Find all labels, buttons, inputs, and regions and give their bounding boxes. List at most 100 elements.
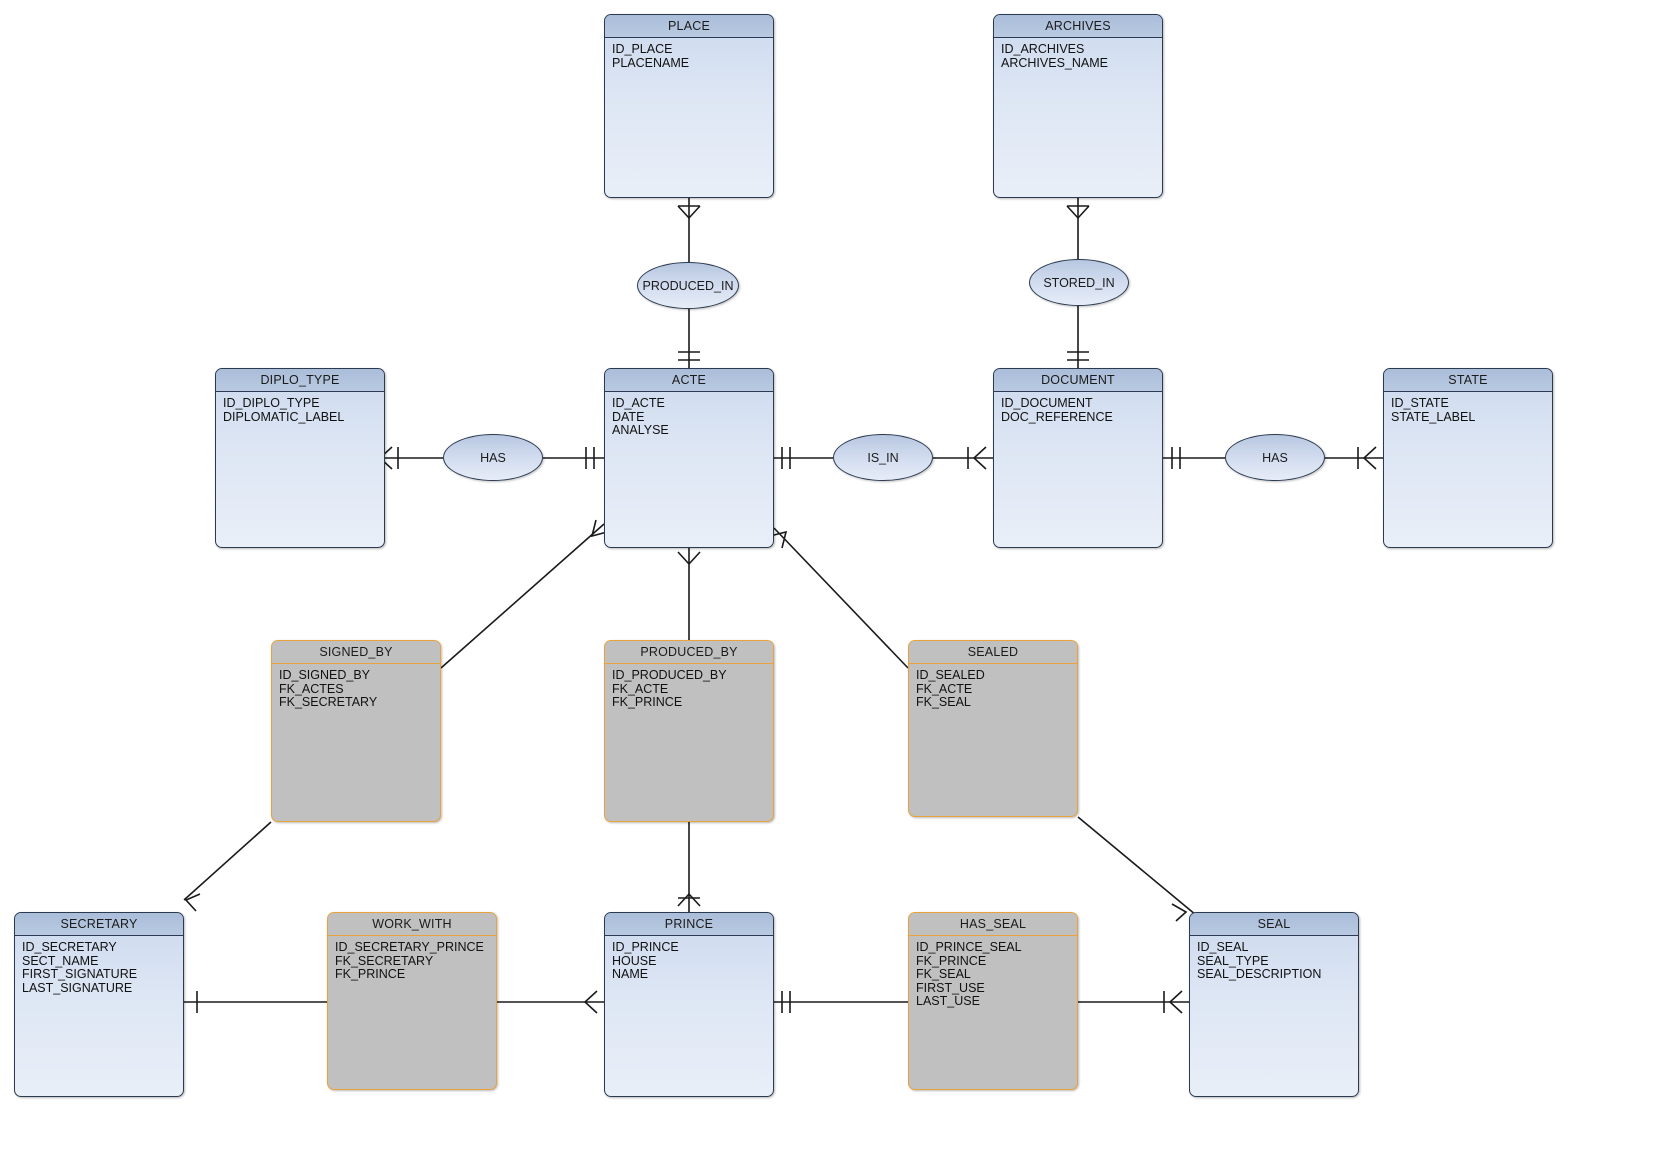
attribute-row: STATE_LABEL [1391, 409, 1476, 424]
attribute-row: ANALYSE [612, 423, 669, 438]
attribute-row: FK_SEAL [916, 695, 971, 710]
attribute-row: PLACENAME [612, 55, 690, 70]
relationship-label-has_diplo: HAS [480, 450, 506, 465]
entity-title-has_seal: HAS_SEAL [909, 913, 1077, 936]
attribute-row: SEAL_TYPE [1197, 953, 1269, 968]
attribute-row: NAME [612, 967, 649, 982]
crowfoot-archives [1066, 205, 1090, 220]
crowfoot-prince-top [677, 892, 701, 907]
relationship-produced_in[interactable]: PRODUCED_IN [637, 262, 739, 309]
attribute-row: ID_ARCHIVES [1001, 42, 1085, 56]
attribute-row: ID_SECRETARY [22, 940, 117, 954]
entity-title-prince: PRINCE [605, 913, 773, 936]
attribute-row: DATE [612, 409, 645, 424]
entity-title-diplo_type: DIPLO_TYPE [216, 369, 384, 392]
relationship-has_state[interactable]: HAS [1225, 434, 1325, 481]
entity-title-signed_by: SIGNED_BY [272, 641, 440, 664]
attribute-row: FK_PRINCE [612, 695, 683, 710]
crowfoot-seal-diag [1171, 903, 1188, 922]
attribute-row: ID_DIPLO_TYPE [223, 396, 320, 410]
attribute-row: ID_SEALED [916, 668, 985, 682]
attribute-row: DOC_REFERENCE [1001, 409, 1113, 424]
crowfoot-prince-left [583, 990, 598, 1014]
attribute-row: ID_PRINCE [612, 940, 679, 954]
crowfoot-acte-produced_by [677, 551, 701, 566]
attribute-row: FK_SECRETARY [335, 953, 434, 968]
edge-signed_by-secretary [183, 821, 272, 901]
relationship-label-is_in: IS_IN [867, 450, 899, 465]
attribute-row: LAST_USE [916, 994, 980, 1009]
entity-title-place: PLACE [605, 15, 773, 38]
attribute-row: DIPLOMATIC_LABEL [223, 409, 345, 424]
relationship-is_in[interactable]: IS_IN [833, 434, 933, 481]
relationship-label-produced_in: PRODUCED_IN [642, 278, 734, 293]
attribute-row: FK_ACTE [612, 681, 669, 696]
attribute-row: ID_PRODUCED_BY [612, 668, 727, 682]
relationship-label-stored_in: STORED_IN [1043, 275, 1115, 290]
relationship-has_diplo[interactable]: HAS [443, 434, 543, 481]
entity-title-seal: SEAL [1190, 913, 1358, 936]
attribute-row: ID_SECRETARY_PRINCE [335, 940, 484, 954]
attribute-row: ID_ACTE [612, 396, 665, 410]
attribute-row: SECT_NAME [22, 953, 99, 968]
crowfoot-seal-left [1168, 990, 1183, 1014]
attribute-row: FK_SEAL [916, 967, 971, 982]
crowfoot-secretary-diag [184, 893, 201, 912]
entity-title-sealed: SEALED [909, 641, 1077, 664]
edge-acte-signed_by [440, 523, 605, 669]
entity-title-archives: ARCHIVES [994, 15, 1162, 38]
crowfoot-state [1362, 446, 1377, 470]
entity-title-document: DOCUMENT [994, 369, 1162, 392]
attribute-row: FIRST_USE [916, 980, 985, 995]
crowfoot-document-left [972, 446, 987, 470]
attribute-row: ARCHIVES_NAME [1001, 55, 1108, 70]
relationship-stored_in[interactable]: STORED_IN [1029, 259, 1129, 306]
attribute-row: LAST_SIGNATURE [22, 980, 133, 995]
attribute-row: SEAL_DESCRIPTION [1197, 967, 1322, 982]
crowfoot-place [677, 205, 701, 220]
relationship-label-has_state: HAS [1262, 450, 1288, 465]
attribute-row: ID_SEAL [1197, 940, 1249, 954]
attribute-row: FIRST_SIGNATURE [22, 967, 138, 982]
attribute-row: ID_DOCUMENT [1001, 396, 1093, 410]
attribute-row: FK_SECRETARY [279, 695, 378, 710]
edge-acte-sealed [773, 527, 909, 669]
attribute-row: ID_SIGNED_BY [279, 668, 371, 682]
edge-sealed-seal [1077, 816, 1197, 916]
attribute-row: FK_ACTE [916, 681, 973, 696]
attribute-row: FK_PRINCE [916, 953, 987, 968]
attribute-row: FK_PRINCE [335, 967, 406, 982]
attribute-row: ID_STATE [1391, 396, 1449, 410]
attribute-row: FK_ACTES [279, 681, 344, 696]
entity-title-produced_by: PRODUCED_BY [605, 641, 773, 664]
entity-title-state: STATE [1384, 369, 1552, 392]
